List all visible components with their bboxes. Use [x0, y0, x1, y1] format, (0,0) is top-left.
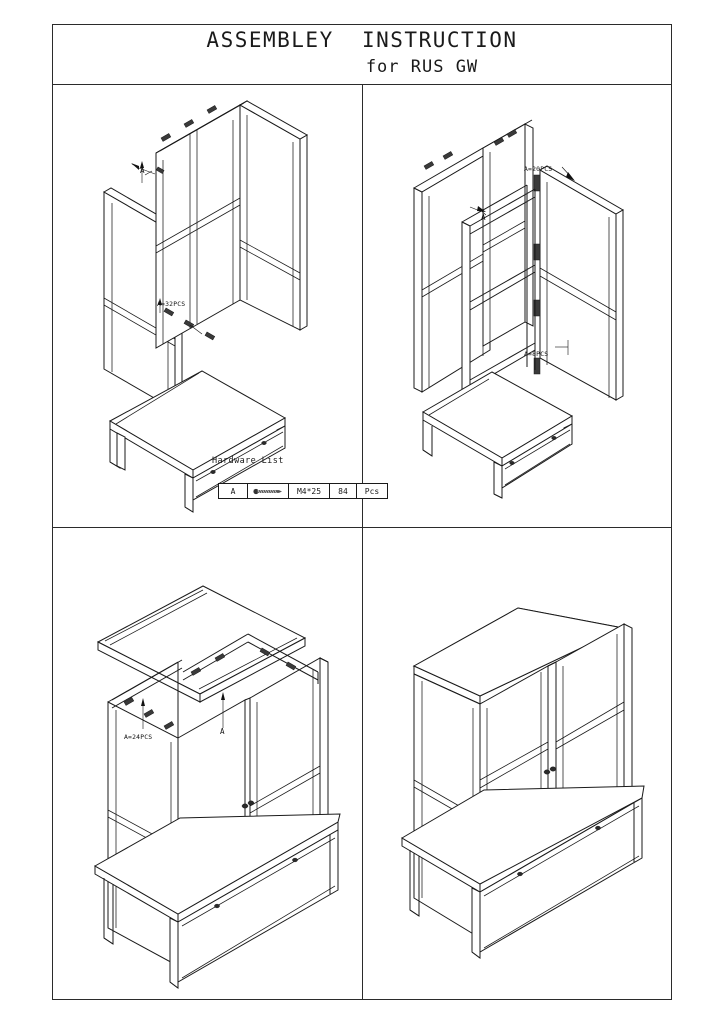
step2-callout-a: A	[481, 213, 486, 222]
step2-hinges	[533, 174, 541, 375]
step1-top-rail	[155, 100, 248, 154]
bottom-vertical-divider	[362, 527, 363, 1000]
step2-callout-a-8pcs: A=8PCS	[524, 350, 549, 358]
hardware-list-heading: Hardware List	[212, 456, 284, 466]
step2-callout-a-20pcs: A=20PCS	[524, 165, 553, 173]
step1-callout-a-32pcs: A=32PCS	[157, 300, 186, 308]
step3-callout-a: A	[220, 727, 225, 736]
step3-leader-lines	[141, 692, 225, 729]
step3-door-knobs	[241, 800, 255, 809]
hardware-unit: Pcs	[356, 483, 388, 499]
table-row: A M4*25 84 Pcs	[218, 483, 388, 499]
step2-leader-lines	[469, 166, 575, 355]
step3-callout-a-24pcs: A=24PCS	[124, 733, 153, 741]
page-subtitle: for RUS GW	[365, 57, 479, 77]
step1-callout-a: A	[140, 166, 145, 175]
hardware-picture-cell	[247, 483, 289, 499]
step1-leader-lines	[131, 161, 203, 335]
step3-base-plinth	[93, 813, 341, 989]
top-vertical-divider	[362, 84, 363, 527]
step4-door-knobs	[543, 766, 557, 775]
hardware-list-table: A M4*25 84 Pcs	[218, 483, 388, 499]
page-title: ASSEMBLEY INSTRUCTION	[206, 28, 518, 52]
hardware-spec: M4*25	[288, 483, 330, 499]
step3-top-board	[96, 585, 307, 703]
screw-icon	[253, 488, 282, 494]
step2-base-cabinet	[422, 371, 574, 499]
step1-base-cabinet	[108, 370, 287, 513]
step2-door-open	[538, 165, 625, 401]
step2-screw-positions	[423, 129, 518, 170]
hardware-tag: A	[218, 483, 248, 499]
step1-right-side-panel	[238, 100, 309, 331]
step3-top-rail-screws	[123, 647, 297, 730]
step1-screw-positions	[155, 105, 218, 341]
step2-left-side-panel	[412, 147, 491, 393]
step4-base-plinth	[401, 785, 645, 959]
